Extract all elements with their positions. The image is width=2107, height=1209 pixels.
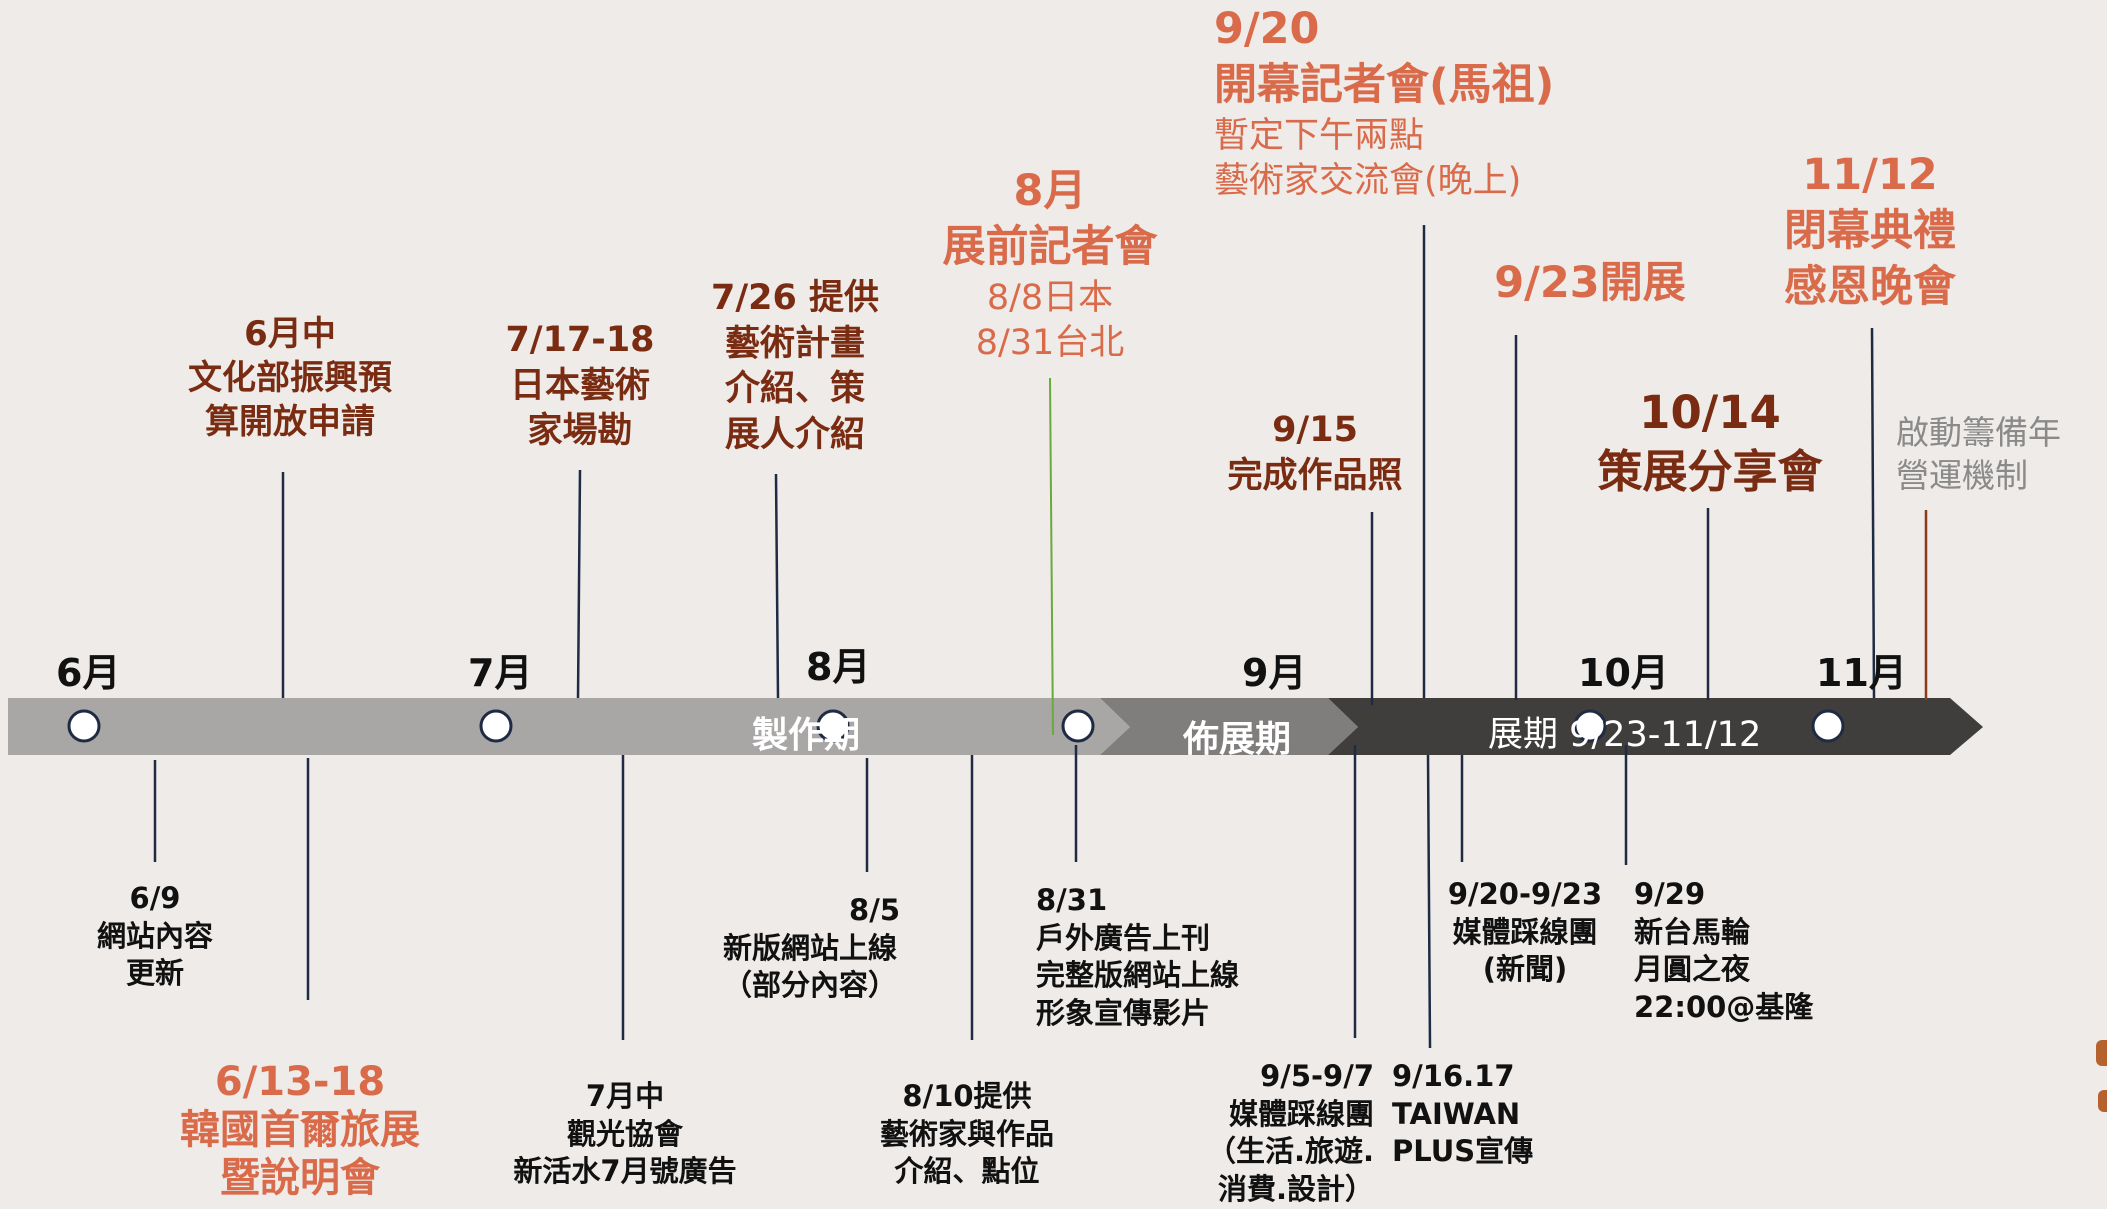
event-annual-operation: 啟動籌備年 營運機制 bbox=[1896, 413, 2061, 495]
event-sep-29: 9/29 新台馬輪 月圓之夜 22:00@基隆 bbox=[1634, 877, 1814, 1025]
month-marker-oct bbox=[1573, 709, 1607, 743]
month-label-nov: 11月 bbox=[1816, 651, 1907, 695]
event-sep-20-23: 9/20-9/23 媒體踩線團 (新聞) bbox=[1447, 877, 1603, 987]
decorative-mark bbox=[2096, 1040, 2107, 1066]
setup-phase-bar bbox=[1100, 698, 1358, 755]
month-label-oct: 10月 bbox=[1578, 651, 1669, 695]
month-label-jun: 6月 bbox=[56, 651, 121, 695]
month-label-jul: 7月 bbox=[468, 651, 533, 695]
line-aug-press bbox=[1049, 377, 1054, 736]
event-jul-17-18: 7/17-18 日本藝術 家場勘 bbox=[505, 320, 655, 451]
event-jul-26: 7/26 提供 藝術計畫 介紹、策 展人介紹 bbox=[710, 278, 880, 455]
month-marker-aug bbox=[816, 709, 850, 743]
phase-label-exhibition: 展期 9/23-11/12 bbox=[1488, 715, 1762, 755]
phase-label-setup: 佈展期 bbox=[1183, 719, 1292, 760]
line-sep-16 bbox=[1426, 754, 1432, 1049]
event-sep-15: 9/15 完成作品照 bbox=[1227, 410, 1403, 496]
month-marker-nov bbox=[1811, 709, 1845, 743]
month-marker-jul bbox=[479, 709, 513, 743]
line-jul-17 bbox=[576, 469, 582, 699]
event-aug-31: 8/31 戶外廣告上刊 完整版網站上線 形象宣傳影片 bbox=[1036, 883, 1240, 1031]
event-nov-12: 11/12 閉幕典禮 感恩晚會 bbox=[1784, 150, 1956, 312]
month-marker-aug-end bbox=[1061, 709, 1095, 743]
decorative-mark bbox=[2098, 1090, 2107, 1112]
event-aug-5: 8/5 新版網站上線 （部分內容） bbox=[722, 893, 900, 1003]
event-sep-23: 9/23開展 bbox=[1494, 258, 1686, 308]
event-aug-10: 8/10提供 藝術家與作品 介紹、點位 bbox=[879, 1079, 1054, 1189]
event-sep-20: 9/20 開幕記者會(馬祖) 暫定下午兩點 藝術家交流會(晚上) bbox=[1214, 4, 1555, 202]
month-label-aug: 8月 bbox=[806, 645, 871, 689]
line-jul-26 bbox=[774, 473, 780, 699]
event-aug-press: 8月 展前記者會 8/8日本 8/31台北 bbox=[942, 166, 1158, 364]
event-jun-13-18: 6/13-18 韓國首爾旅展 暨說明會 bbox=[180, 1059, 420, 1201]
month-marker-jun bbox=[67, 709, 101, 743]
phase-label-production: 製作期 bbox=[752, 715, 861, 756]
production-phase-bar bbox=[8, 698, 1130, 755]
event-oct-14: 10/14 策展分享會 bbox=[1597, 386, 1823, 498]
event-sep-16-17: 9/16.17 TAIWAN PLUS宣傳 bbox=[1392, 1059, 1534, 1169]
month-label-sep: 9月 bbox=[1242, 651, 1307, 695]
event-jul-mid: 7月中 觀光協會 新活水7月號廣告 bbox=[513, 1079, 737, 1189]
line-nov-12 bbox=[1870, 327, 1876, 699]
event-jun-9: 6/9 網站內容 更新 bbox=[96, 881, 213, 991]
event-sep-5-7: 9/5-9/7 媒體踩線團 （生活.旅遊. 消費.設計） bbox=[1206, 1059, 1374, 1207]
event-jun-mid: 6月中 文化部振興預 算開放申請 bbox=[188, 314, 392, 443]
